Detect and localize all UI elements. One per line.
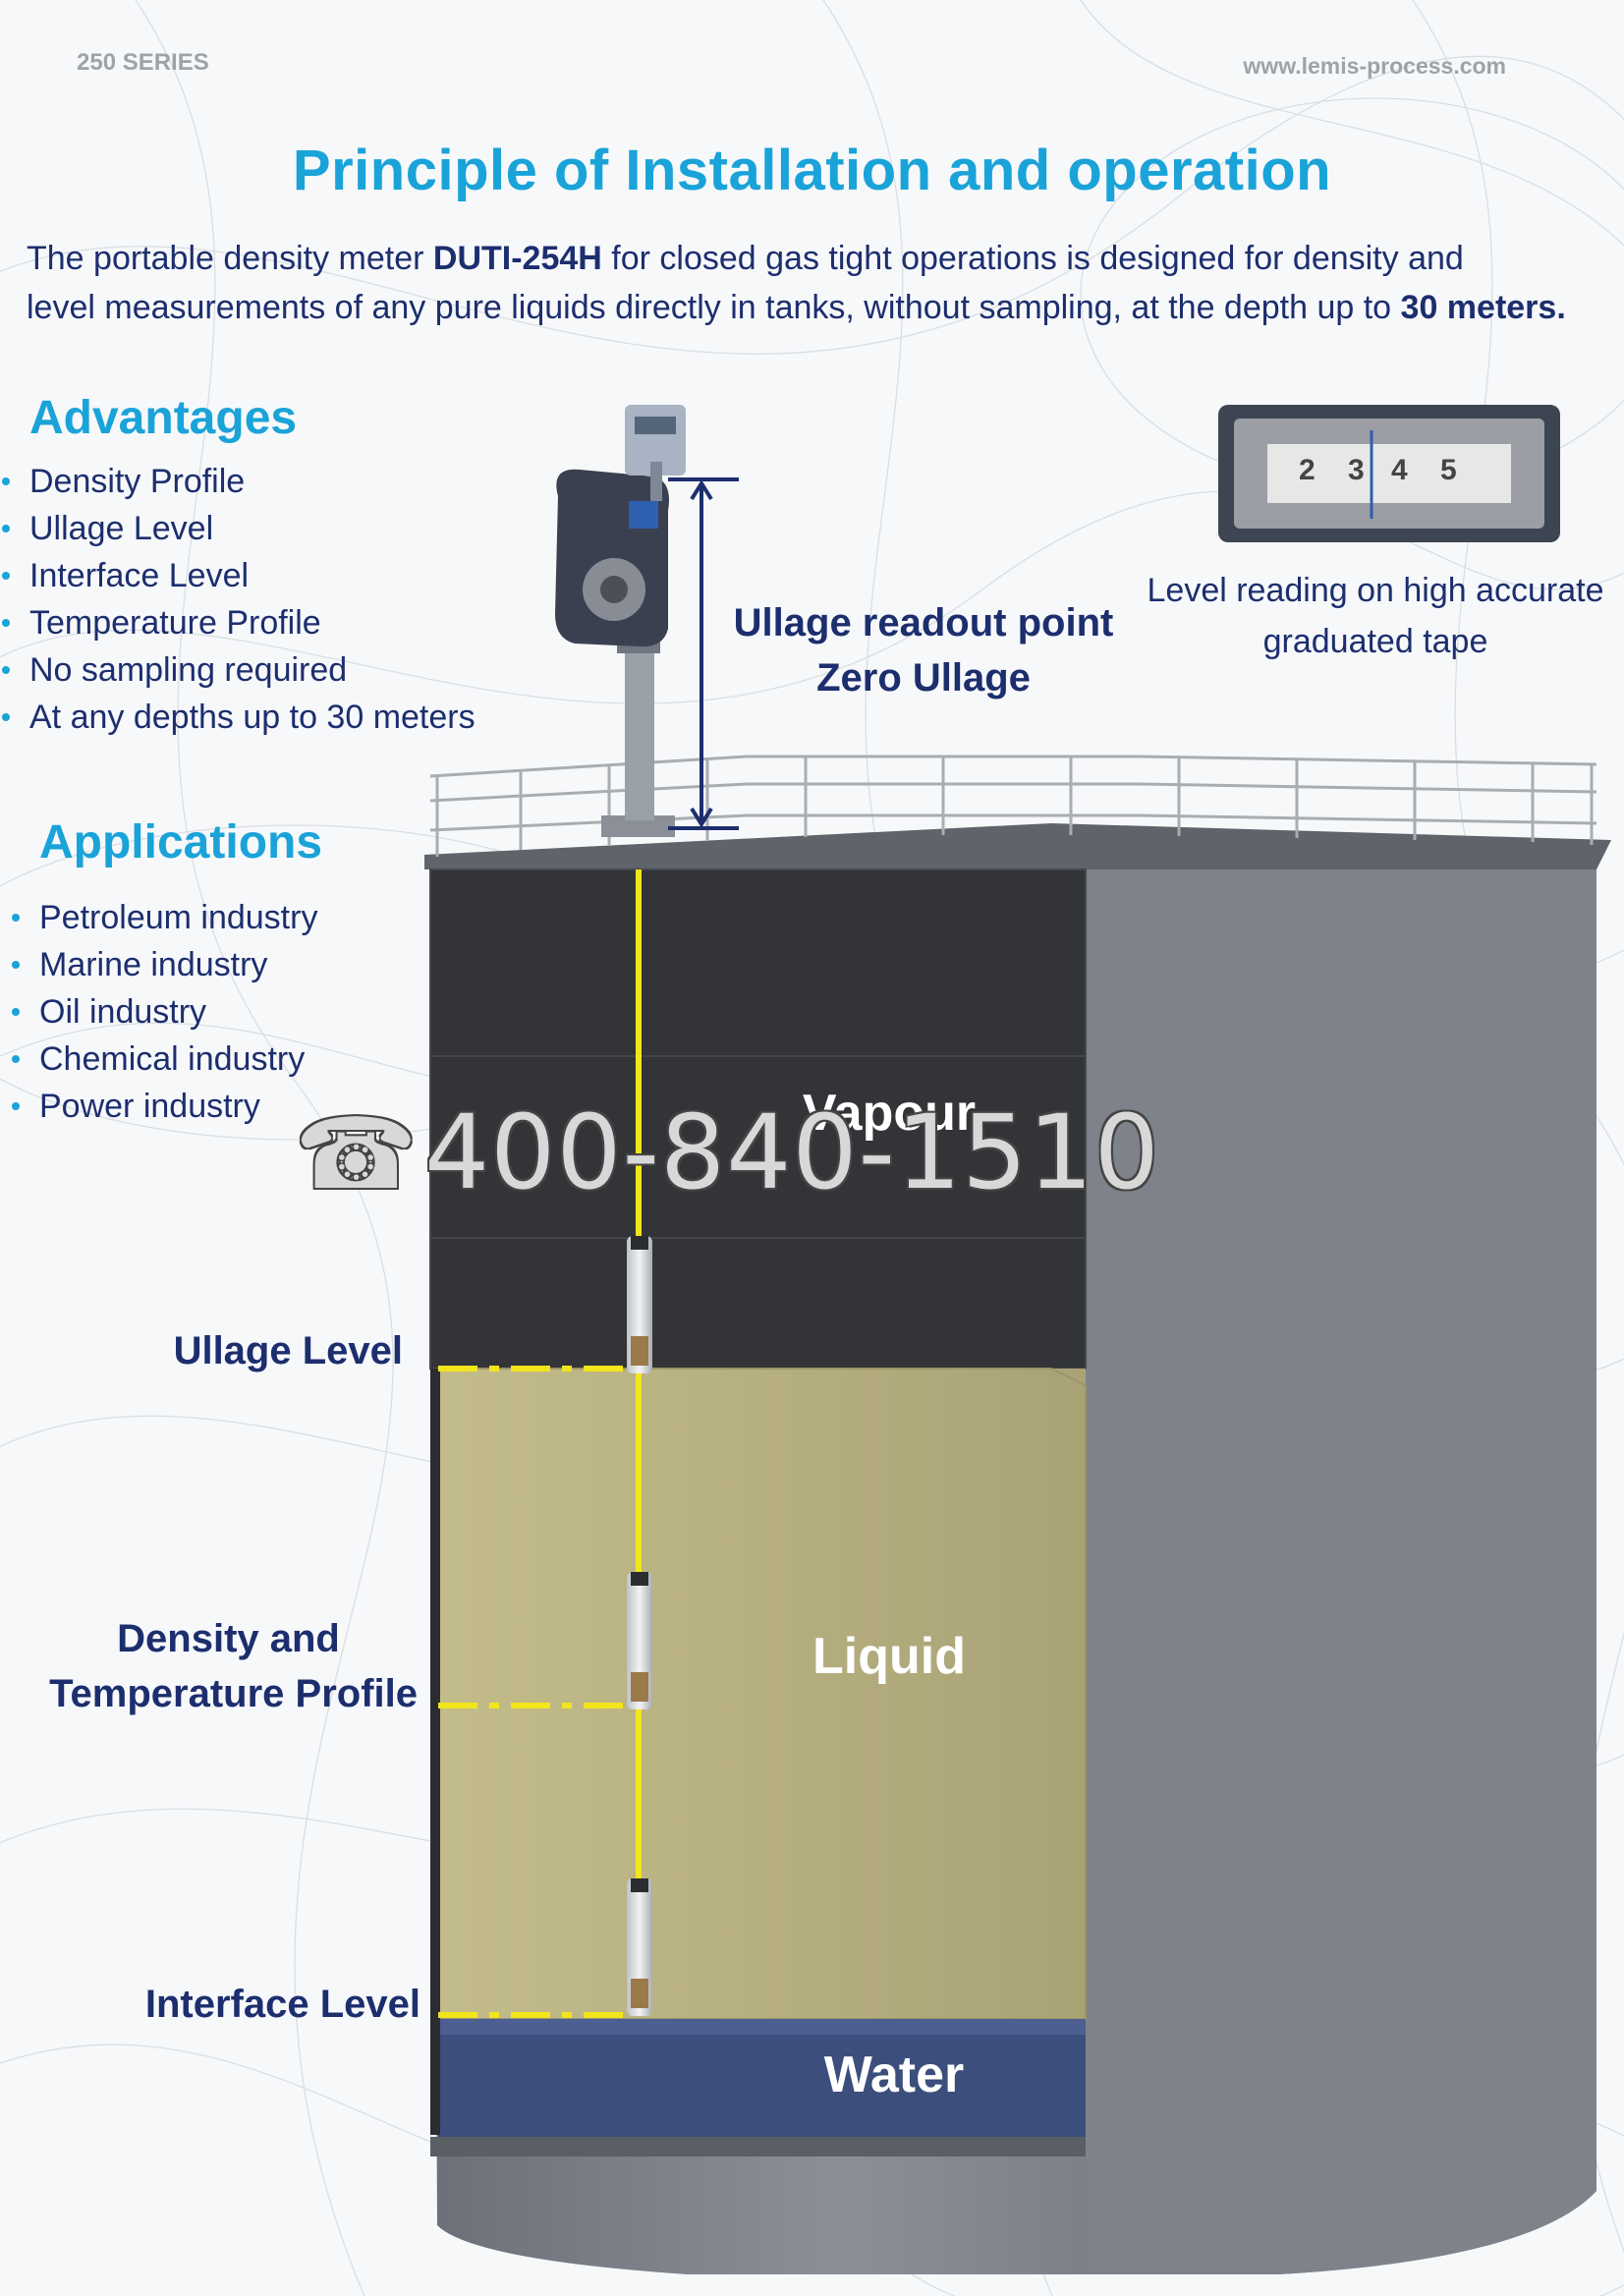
density-meter-device — [555, 405, 686, 837]
phone-watermark: ☎ 400-840-1510 — [295, 1092, 1160, 1212]
tape-digit: 5 — [1440, 454, 1457, 486]
intro-line1-pre: The portable density meter — [27, 240, 433, 277]
bullet-icon — [12, 1102, 20, 1110]
callout-line2: Zero Ullage — [816, 656, 1031, 700]
list-item: Interface Level — [2, 552, 476, 599]
list-item: Chemical industry — [12, 1036, 317, 1083]
density-label-line2: Temperature Profile — [49, 1672, 418, 1715]
series-label: 250 SERIES — [77, 49, 209, 76]
graduated-tape-window — [1218, 405, 1560, 542]
bullet-icon — [12, 961, 20, 969]
ullage-dimension-arrow — [668, 477, 739, 830]
bullet-icon — [2, 713, 10, 721]
tape-caption: Level reading on high accurate graduated… — [1120, 565, 1624, 667]
bullet-icon — [12, 1055, 20, 1063]
list-item: Temperature Profile — [2, 599, 476, 646]
probe-interface — [627, 1878, 652, 2016]
probe-ullage — [627, 1236, 652, 1373]
tank-right-face — [1086, 840, 1596, 2274]
bullet-icon — [12, 914, 20, 922]
vapour-label: Vapour — [802, 1085, 977, 1142]
list-item: No sampling required — [2, 646, 476, 694]
intro-paragraph: The portable density meter DUTI-254H for… — [27, 234, 1598, 332]
ullage-readout-callout: Ullage readout point Zero Ullage — [727, 595, 1120, 705]
vapour-zone — [430, 869, 1086, 1369]
water-label: Water — [823, 2046, 965, 2103]
callout-line1: Ullage readout point — [733, 601, 1114, 644]
advantages-heading: Advantages — [29, 392, 298, 444]
water-zone — [438, 2019, 1086, 2139]
list-item: Marine industry — [12, 941, 317, 988]
intro-line2-pre: level measurements of any pure liquids d… — [27, 289, 1401, 326]
tank-railing — [429, 755, 1597, 857]
list-item: Density Profile — [2, 458, 476, 505]
product-name: DUTI-254H — [432, 240, 602, 277]
tape-digit: 4 — [1391, 454, 1408, 486]
bullet-icon — [2, 666, 10, 674]
interface-level-label: Interface Level — [144, 1983, 420, 2026]
density-label-line1: Density and — [117, 1617, 340, 1660]
advantages-list: Density Profile Ullage Level Interface L… — [2, 458, 476, 741]
list-item: At any depths up to 30 meters — [2, 694, 476, 741]
tape-digit: 3 — [1348, 454, 1365, 486]
depth-value: 30 meters. — [1400, 289, 1566, 326]
tank-roof — [424, 823, 1611, 869]
tape-caption-line2: graduated tape — [1262, 623, 1488, 660]
intro-line1-post: for closed gas tight operations is desig… — [601, 240, 1464, 277]
list-item: Oil industry — [12, 988, 317, 1036]
list-item: Ullage Level — [2, 505, 476, 552]
list-item: Power industry — [12, 1083, 317, 1130]
bullet-icon — [2, 619, 10, 627]
ullage-level-label: Ullage Level — [173, 1329, 403, 1372]
bullet-icon — [2, 525, 10, 532]
liquid-label: Liquid — [812, 1628, 966, 1685]
bullet-icon — [12, 1008, 20, 1016]
density-profile-label: Density and Temperature Profile — [39, 1611, 418, 1721]
bullet-icon — [2, 572, 10, 580]
website-link[interactable]: www.lemis-process.com — [1243, 53, 1506, 79]
phone-number: 400-840-1510 — [424, 1092, 1160, 1212]
tape-caption-line1: Level reading on high accurate — [1147, 572, 1604, 609]
tape-digit: 2 — [1299, 454, 1316, 486]
list-item: Petroleum industry — [12, 894, 317, 941]
bullet-icon — [2, 477, 10, 485]
liquid-zone — [438, 1369, 1086, 2019]
applications-list: Petroleum industry Marine industry Oil i… — [12, 894, 317, 1130]
page-title: Principle of Installation and operation — [292, 139, 1332, 202]
telephone-icon: ☎ — [295, 1096, 419, 1211]
applications-heading: Applications — [39, 816, 323, 868]
level-indicator-lines — [438, 1366, 629, 2018]
probe-density — [627, 1572, 652, 1709]
